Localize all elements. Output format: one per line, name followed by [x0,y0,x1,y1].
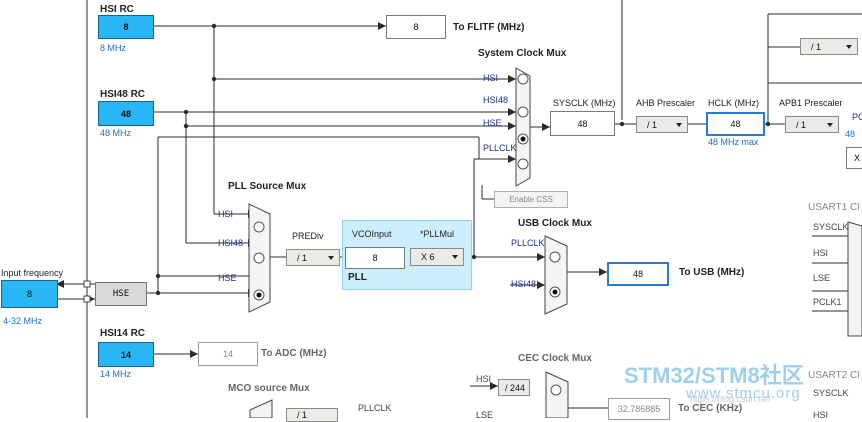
hse-oscillator[interactable]: HSE [95,282,147,306]
sysmux-input-pllclk: PLLCLK [483,143,517,153]
pllmul-label: *PLLMul [420,229,455,239]
hsi48-freq: 48 MHz [100,128,132,138]
vco-input-value: 8 [345,247,405,269]
usb-label: To USB (MHz) [679,267,745,278]
usart1-input-pclk1: PCLK1 [813,297,842,307]
ahb-prescaler-value: / 1 [647,119,658,130]
flitf-label: To FLITF (MHz) [453,22,525,33]
pllmul-select[interactable]: X 6 [410,248,464,266]
watermark-url: www.stmcu.org [686,385,801,402]
cec-value: 32.786885 [608,398,670,420]
pllmul-value: X 6 [421,252,435,262]
chevron-down-icon [676,122,682,127]
prediv-label: PREDiv [292,231,324,241]
apb1-cut-freq: 48 [845,129,856,139]
usart1-input-lse: LSE [813,273,831,283]
usb-clock-mux-title: USB Clock Mux [518,218,592,229]
sysclk-label: SYSCLK (MHz) [553,98,616,108]
pllsrc-input-hsi48: HSI48 [218,238,244,248]
hsi48-rc-title: HSI48 RC [100,89,146,100]
cec-input-hsi: HSI [476,374,492,384]
enable-css-button[interactable]: Enable CSS [494,191,568,208]
cec-label: To CEC (KHz) [678,403,743,414]
ahb-prescaler-select[interactable]: / 1 [636,116,688,133]
usbmux-input-hsi48: HSI48 [511,279,537,289]
watermark-blog: https://blog.csdn.net [690,394,771,404]
adc-value: 14 [198,342,258,366]
apb1-cut-label: PC [852,112,862,122]
hclk-max: 48 MHz max [708,137,759,147]
prediv-value: / 1 [297,252,308,263]
watermark-title: STM32/STM8社区 [624,363,804,388]
sysmux-input-hse: HSE [483,118,502,128]
hsi14-value[interactable]: 14 [98,342,154,367]
chevron-down-icon [827,122,833,127]
chevron-down-icon [452,255,458,259]
ahb-prescaler-label: AHB Prescaler [636,98,696,108]
hsi48-value[interactable]: 48 [98,101,154,126]
cec-input-lse: LSE [476,410,494,420]
apb1-cut-box: X [846,147,862,169]
pllsrc-input-hsi: HSI [218,209,234,219]
apb1-prescaler-value: / 1 [796,119,807,130]
adc-label: To ADC (MHz) [261,348,327,359]
hsi-rc-title: HSI RC [100,4,134,15]
input-frequency-label: Input frequency [1,268,64,278]
hsi-value[interactable]: 8 [98,15,154,39]
apb1-prescaler-label: APB1 Prescaler [779,98,843,108]
pll-source-mux-title: PLL Source Mux [228,181,307,192]
hsi14-freq: 14 MHz [100,369,132,379]
chevron-down-icon [328,255,334,260]
hclk-value[interactable]: 48 [706,112,765,136]
system-clock-mux-title: System Clock Mux [478,48,567,59]
sysclk-value: 48 [550,111,615,136]
pll-title: PLL [348,272,367,283]
usart1-input-hsi: HSI [813,248,829,258]
prediv-select[interactable]: / 1 [286,249,340,266]
mco-source-mux-title: MCO source Mux [228,383,310,394]
usart2-title: USART2 Cl [808,370,860,381]
apb1-prescaler-select[interactable]: / 1 [785,116,839,133]
cec-divider-value: / 244 [505,382,526,393]
usart2-input-sysclk: SYSCLK [813,388,849,398]
mco-input-pllclk: PLLCLK [358,403,392,413]
input-frequency-range: 4-32 MHz [3,316,43,326]
usbmux-input-pllclk: PLLCLK [511,238,545,248]
hsi-freq: 8 MHz [100,43,127,53]
flitf-value: 8 [386,15,446,39]
vco-input-label: VCOInput [352,229,392,239]
chevron-down-icon [846,44,852,49]
cec-divider[interactable]: / 244 [498,379,530,396]
hclk-label: HCLK (MHz) [708,98,759,108]
usart1-input-sysclk: SYSCLK [813,222,849,232]
usart1-title: USART1 Cl [808,202,860,213]
cec-clock-mux-title: CEC Clock Mux [518,353,592,364]
sysmux-input-hsi: HSI [483,73,499,83]
hsi14-rc-title: HSI14 RC [100,328,146,339]
input-frequency-value[interactable]: 8 [1,280,58,308]
mco-divider[interactable]: / 1 [286,408,338,422]
sysmux-input-hsi48: HSI48 [483,95,509,105]
mco-divider-value: / 1 [297,410,308,420]
usart2-input-hsi: HSI [813,410,829,420]
pllsrc-input-hse: HSE [218,273,237,283]
usb-value[interactable]: 48 [607,262,669,286]
top-prescaler-value: / 1 [811,41,822,52]
top-prescaler-select[interactable]: / 1 [800,38,858,55]
